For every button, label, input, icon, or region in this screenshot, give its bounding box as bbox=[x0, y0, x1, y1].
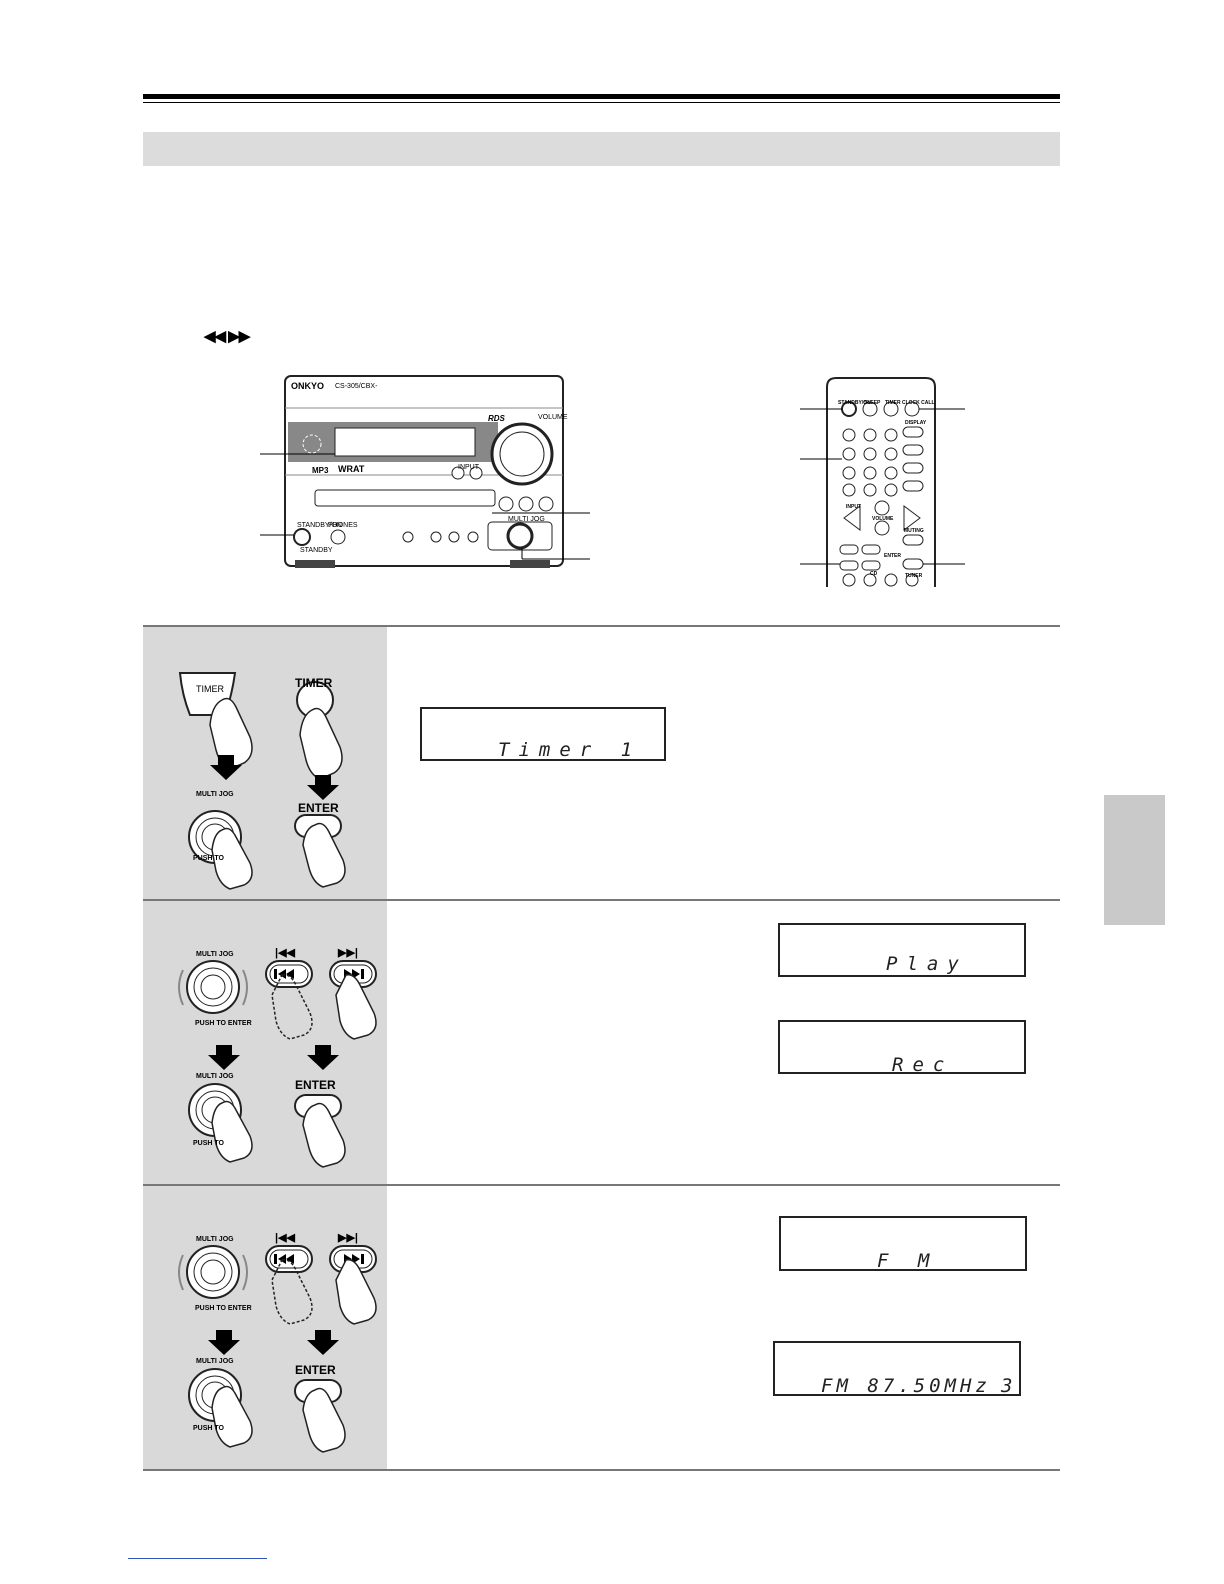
step-3-display-frequency-text: FM 87.50MHz bbox=[821, 1375, 991, 1397]
remote-volume-label: VOLUME bbox=[872, 516, 894, 522]
step-2-illustration-panel bbox=[143, 901, 387, 1184]
step-1-timer-remote-label: TIMER bbox=[196, 684, 224, 694]
section-side-tab bbox=[1104, 795, 1165, 925]
unit-volume-label: VOLUME bbox=[538, 414, 568, 421]
remote-clock-call-label: CLOCK CALL bbox=[902, 400, 935, 406]
step-1-enter-label: ENTER bbox=[298, 801, 339, 815]
step-2-multi-jog-label: MULTI JOG bbox=[196, 951, 234, 958]
step-2-prev-glyph: |◀◀ bbox=[275, 947, 295, 959]
step-1-push-label: PUSH TO bbox=[193, 855, 224, 862]
unit-standby-small-label: STANDBY bbox=[300, 547, 333, 554]
step-3-display-band-text: F M bbox=[877, 1250, 939, 1272]
step-3-bottom-rule bbox=[143, 1469, 1060, 1471]
remote-timer-label: TIMER bbox=[885, 400, 901, 406]
unit-mp3-label: MP3 bbox=[312, 466, 329, 475]
remote-standby-label: STANDBY/ON bbox=[838, 400, 871, 406]
step-3-prev-glyph: |◀◀ bbox=[275, 1232, 295, 1244]
remote-tuner-label: TUNER bbox=[905, 573, 923, 579]
step-3-display-frequency: FM 87.50MHz 3 bbox=[773, 1341, 1021, 1397]
unit-phones-label: PHONES bbox=[328, 522, 358, 529]
header-rule-thin bbox=[143, 102, 1060, 103]
step-3-enter-label: ENTER bbox=[295, 1363, 336, 1377]
remote-display-label: DISPLAY bbox=[905, 420, 927, 426]
step-3-display-band: F M bbox=[779, 1216, 1027, 1272]
step-3-top-rule bbox=[143, 1184, 1060, 1186]
step-1-display-timer: Timer 1 bbox=[420, 707, 666, 761]
main-unit-illustration bbox=[260, 375, 590, 568]
skip-buttons-glyph: ◀◀ ▶▶ bbox=[204, 328, 250, 345]
step-2-display-play: Play bbox=[778, 923, 1026, 977]
step-1-top-rule bbox=[143, 625, 1060, 627]
remote-enter-label: ENTER bbox=[884, 553, 901, 559]
unit-standby-label: STANDBY/ON bbox=[297, 522, 342, 529]
unit-wrat-label: WRAT bbox=[338, 464, 365, 474]
step-2-display-rec-text: Rec bbox=[892, 1054, 954, 1076]
step-2-illustration bbox=[178, 960, 377, 1168]
section-title-bar bbox=[143, 132, 1060, 166]
step-2-enter-label: ENTER bbox=[295, 1078, 336, 1092]
step-2-push-label-2: PUSH TO bbox=[193, 1140, 224, 1147]
remote-input-label: INPUT bbox=[846, 504, 861, 510]
step-1-display-text: Timer 1 bbox=[498, 739, 642, 761]
unit-multi-jog-label: MULTI JOG bbox=[508, 516, 545, 523]
step-1-illustration bbox=[178, 672, 346, 890]
unit-brand-label: ONKYO bbox=[291, 381, 325, 391]
step-2-display-rec: Rec bbox=[778, 1020, 1026, 1076]
step-2-display-play-text: Play bbox=[886, 953, 968, 975]
step-3-push-label-2: PUSH TO bbox=[193, 1425, 224, 1432]
remote-illustration bbox=[800, 377, 965, 587]
remote-muting-label: MUTING bbox=[904, 528, 924, 534]
unit-model-label: CS-305/CBX- bbox=[335, 383, 378, 390]
step-3-illustration-panel bbox=[143, 1186, 387, 1469]
step-2-multi-jog-label-2: MULTI JOG bbox=[196, 1073, 234, 1080]
unit-rds-label: RDS bbox=[488, 414, 505, 423]
step-2-next-glyph: ▶▶| bbox=[338, 947, 358, 959]
step-1-multi-jog-label: MULTI JOG bbox=[196, 791, 234, 798]
step-3-illustration bbox=[178, 1245, 377, 1453]
footer-rule bbox=[128, 1558, 267, 1559]
step-2-top-rule bbox=[143, 899, 1060, 901]
header-rule-thick bbox=[143, 94, 1060, 99]
step-2-push-label: PUSH TO ENTER bbox=[195, 1020, 252, 1027]
step-1-timer-unit-label: TIMER bbox=[295, 676, 333, 690]
step-3-next-glyph: ▶▶| bbox=[338, 1232, 358, 1244]
step-3-multi-jog-label: MULTI JOG bbox=[196, 1236, 234, 1243]
unit-input-label: INPUT bbox=[458, 464, 479, 471]
remote-sleep-label: SLEEP bbox=[864, 400, 881, 406]
step-3-display-preset: 3 bbox=[1001, 1375, 1013, 1397]
step-3-multi-jog-label-2: MULTI JOG bbox=[196, 1358, 234, 1365]
step-3-push-label: PUSH TO ENTER bbox=[195, 1305, 252, 1312]
remote-cd-label: CD bbox=[870, 571, 878, 577]
